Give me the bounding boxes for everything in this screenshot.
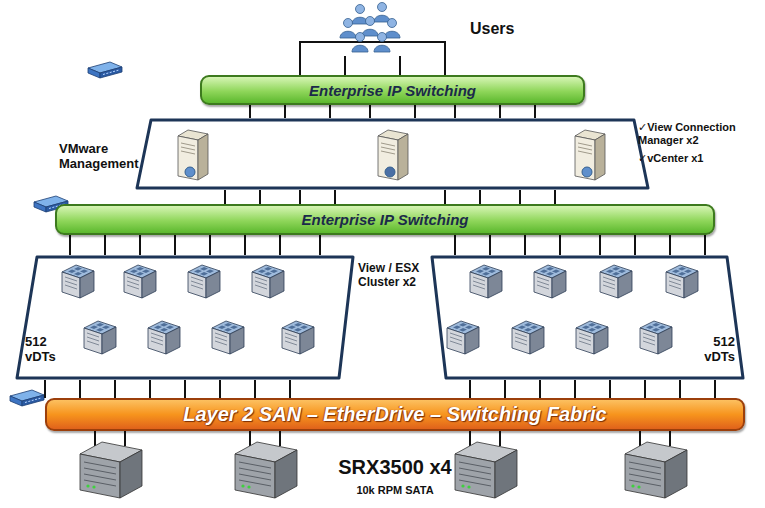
panel-outline — [135, 118, 650, 190]
link-line — [149, 380, 151, 398]
link-line — [219, 380, 221, 398]
cluster-panel: 512 vDTs — [15, 255, 355, 380]
link-line — [184, 380, 186, 398]
link-line — [644, 380, 646, 398]
checklist-item: ✓View Connection Manager x2 — [638, 121, 760, 146]
user-badge — [582, 167, 592, 177]
link-bundle — [470, 380, 715, 398]
link-line — [209, 235, 211, 255]
server-icon — [575, 130, 605, 180]
storage-array — [625, 442, 687, 498]
link-line — [114, 380, 116, 398]
link-line — [44, 380, 46, 398]
switch-band: Enterprise IP Switching — [55, 204, 715, 235]
link-line — [454, 105, 456, 118]
link-line — [329, 105, 331, 118]
storage-array — [455, 442, 517, 498]
link-line — [504, 380, 506, 398]
storage-wire — [95, 431, 670, 446]
band-label: Enterprise IP Switching — [202, 77, 583, 103]
san-band: Layer 2 SAN – EtherDrive – Switching Fab… — [45, 398, 745, 431]
link-line — [704, 235, 706, 255]
link-line — [254, 380, 256, 398]
link-bundle — [70, 235, 320, 255]
link-line — [609, 380, 611, 398]
link-line — [559, 235, 561, 255]
link-bundle — [455, 235, 705, 255]
storage-note: 10k RPM SATA — [295, 484, 495, 497]
link-line — [539, 380, 541, 398]
link-line — [139, 235, 141, 255]
link-line — [369, 105, 371, 118]
checklist-item: ✓vCenter x1 — [638, 152, 760, 165]
link-line — [489, 235, 491, 255]
link-line — [244, 235, 246, 255]
link-line — [599, 235, 601, 255]
link-line — [104, 235, 106, 255]
link-line — [534, 105, 536, 118]
link-line — [284, 105, 286, 118]
link-line — [519, 190, 521, 204]
link-line — [249, 105, 251, 118]
link-line — [499, 105, 501, 118]
panel-outline — [430, 255, 745, 380]
node-label: 512 vDTs — [25, 335, 65, 365]
link-line — [174, 235, 176, 255]
link-line — [479, 190, 481, 204]
link-line — [554, 190, 556, 204]
link-bundle — [250, 105, 535, 118]
esx-hosts — [447, 265, 698, 354]
link-line — [279, 235, 281, 255]
management-panel: VMware Management — [135, 118, 650, 190]
esx-hosts — [62, 265, 314, 354]
users-icon — [340, 3, 400, 53]
link-line — [289, 380, 291, 398]
link-line — [334, 190, 336, 204]
link-line — [634, 235, 636, 255]
cluster-note: View / ESX Cluster x2 — [358, 262, 428, 290]
link-line — [669, 235, 671, 255]
user-wire — [300, 42, 445, 75]
user-badge — [185, 167, 195, 177]
link-line — [259, 190, 261, 204]
server-icon — [378, 130, 408, 180]
panel-border — [17, 257, 353, 378]
link-line — [714, 380, 716, 398]
cluster-panel: 512 vDTs — [430, 255, 745, 380]
storage-array — [235, 442, 297, 498]
link-line — [574, 380, 576, 398]
link-line — [454, 235, 456, 255]
link-line — [524, 235, 526, 255]
band-label: Enterprise IP Switching — [57, 206, 713, 233]
band-label: Layer 2 SAN – EtherDrive – Switching Fab… — [47, 400, 743, 429]
link-line — [69, 235, 71, 255]
node-label: 512 vDTs — [695, 335, 735, 365]
panel-border — [137, 120, 648, 188]
link-line — [444, 190, 446, 204]
users-label: Users — [470, 20, 540, 38]
link-bundle — [225, 190, 555, 204]
server-icon — [178, 130, 208, 180]
node-label: VMware Management — [59, 142, 133, 172]
link-line — [299, 190, 301, 204]
link-line — [224, 190, 226, 204]
link-bundle — [45, 380, 290, 398]
link-line — [79, 380, 81, 398]
link-line — [469, 380, 471, 398]
db-badge — [385, 167, 395, 177]
switch-icon — [10, 390, 44, 406]
panel-outline — [15, 255, 355, 380]
link-line — [679, 380, 681, 398]
switch-band: Enterprise IP Switching — [200, 75, 585, 105]
link-line — [319, 235, 321, 255]
link-line — [414, 105, 416, 118]
storage-title: SRX3500 x4 — [295, 456, 495, 479]
panel-border — [432, 257, 743, 378]
switch-icon — [88, 62, 122, 78]
storage-array — [80, 442, 142, 498]
user-wire — [345, 56, 400, 75]
